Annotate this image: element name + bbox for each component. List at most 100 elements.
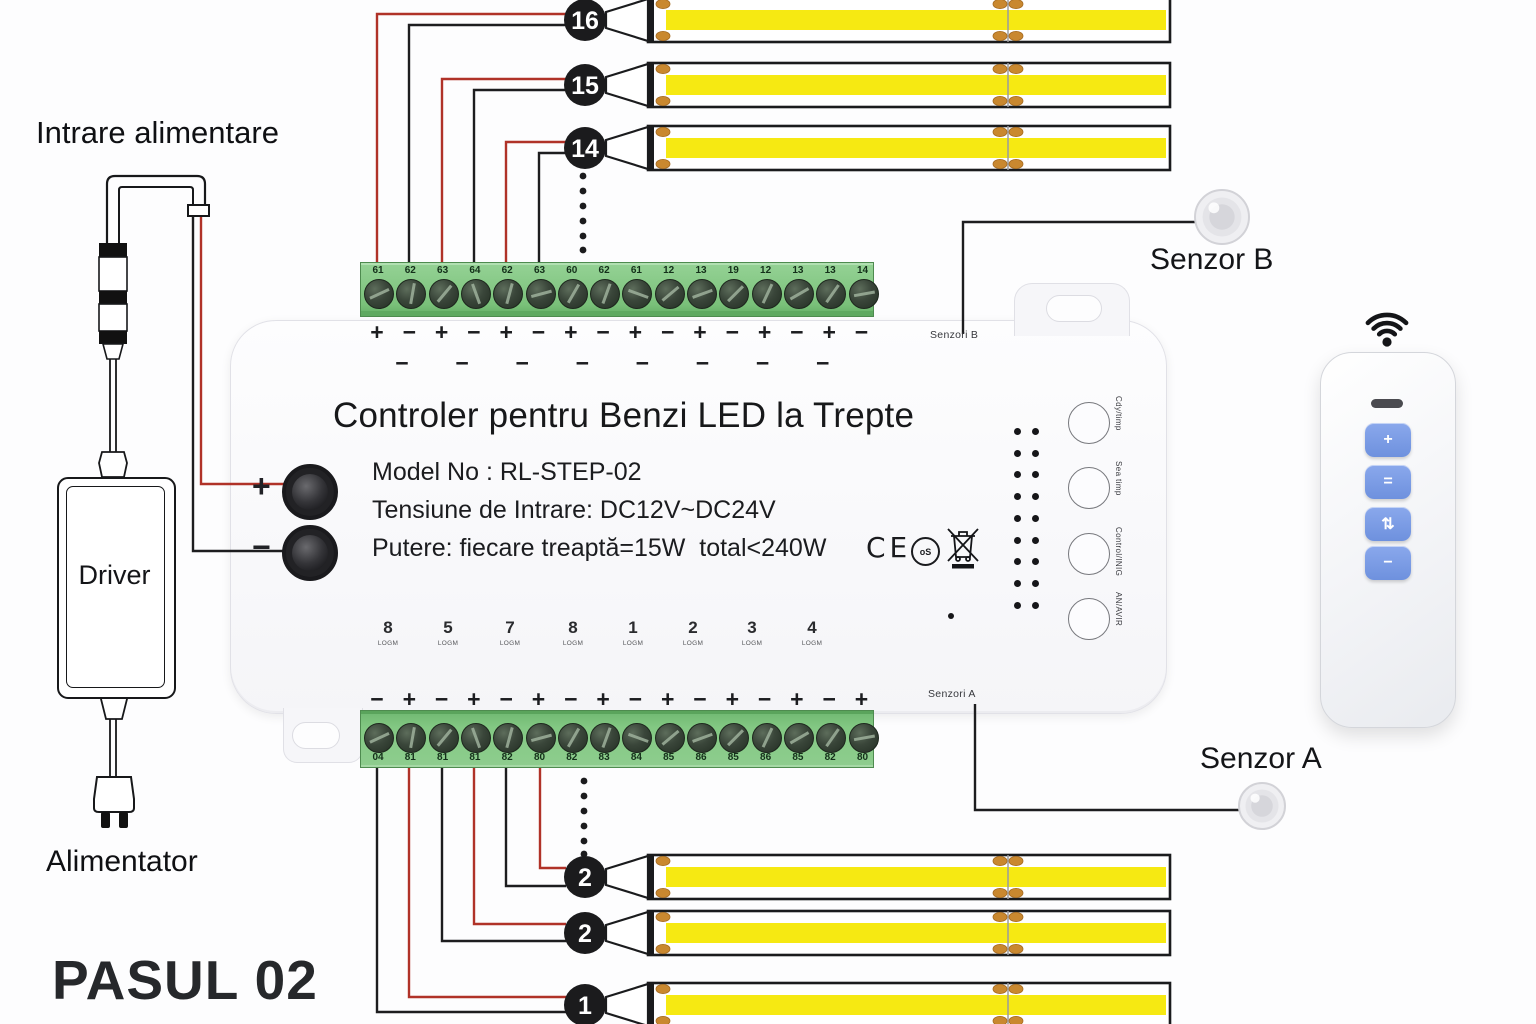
terminal-label: 12 [760,265,772,276]
controller-button[interactable] [1068,402,1110,444]
ellipsis-dot [579,217,587,225]
sensor-a-label: Senzor A [1200,742,1322,775]
led-strip: 15 [564,61,1172,109]
terminal-screw [687,723,717,753]
solder-pad [992,856,1008,867]
mounting-hole-icon [292,722,340,749]
terminal-screw [590,279,621,309]
cable-outline [118,186,194,243]
strip-cob-band [666,867,1166,887]
terminal-label: 60 [566,265,578,276]
wire-red [407,766,566,999]
polarity-sign-row2: − [575,350,590,376]
remote-button[interactable]: = [1365,465,1411,499]
solder-pad [1008,96,1024,107]
solder-pad [992,888,1008,899]
polarity-sign-row2: − [455,350,469,376]
pir-sensor-highlight [1250,793,1260,803]
wire-red [538,766,566,870]
mounting-hole-icon [1046,295,1102,322]
terminal-screw [816,723,847,753]
terminal-screw [622,279,653,309]
weee-bin-icon [947,528,979,569]
terminal-label: 63 [437,265,449,276]
controller-button[interactable] [1068,598,1110,640]
terminal-label: 13 [792,265,804,276]
controller-button[interactable] [1068,533,1110,575]
terminal-label: 81 [437,752,449,763]
controller-voltage-line: Tensiune de Intrare: DC12V~DC24V [372,496,776,524]
terminal-screw [525,279,556,309]
solder-pad [992,127,1008,138]
channel-sublabel: LOGM [437,640,459,647]
strip-number: 1 [578,992,592,1020]
terminal-label: 86 [760,752,772,763]
terminal-label: 13 [824,265,836,276]
polarity-sign: − [660,319,675,345]
remote-button[interactable]: − [1365,546,1411,580]
polarity-sign: − [757,686,772,712]
solder-pad [1008,856,1024,867]
solder-pad [992,984,1008,995]
terminal-label: 13 [695,265,707,276]
terminal-screw [428,723,459,753]
channel-number: 4 [807,618,817,637]
terminal-screw [557,279,588,309]
wifi-signal-icon [1382,337,1392,347]
terminal-screw [364,723,394,753]
controller-button[interactable] [1068,467,1110,509]
solder-pad [992,30,1008,41]
plug-prong [101,812,110,828]
led-indicator-dot [1014,471,1021,479]
terminal-screw [428,279,459,309]
ellipsis-dot [579,246,587,254]
solder-pad [1008,944,1024,955]
wire-black [961,220,1196,334]
solder-pad [992,158,1008,169]
polarity-sign: − [628,686,643,712]
strip-number: 2 [578,920,592,948]
rohs-circle-icon: oS [911,537,940,566]
terminal-screw [525,723,556,753]
terminal-label: 62 [598,265,610,276]
step-title: PASUL 02 [52,949,318,1011]
terminal-label: 82 [824,752,836,763]
solder-pad [655,1016,671,1024]
led-indicator-dot [1032,493,1039,501]
terminal-screw [687,279,717,309]
terminal-screw [557,723,588,753]
strip-connector-wedge [604,910,650,956]
strip-end-cap [648,983,654,1024]
led-strip: 2 [564,853,1172,901]
polarity-sign: − [822,686,836,712]
polarity-sign: + [660,686,675,712]
led-indicator-dot [1032,536,1039,544]
cable-line [109,359,117,452]
strip-connector-wedge [604,854,650,900]
terminal-label: 82 [501,752,513,763]
driver-label: Driver [78,560,151,590]
controller-button-label: Control/INIG [1114,527,1123,577]
sensor-a-port-label: Senzori A [928,688,976,700]
polarity-sign: + [564,319,578,345]
remote-button[interactable]: ⇅ [1365,507,1411,541]
strip-cob-band [666,10,1166,30]
terminal-screw [783,723,814,753]
led-indicator-dot [1014,601,1021,609]
led-strip: 16 [564,0,1172,44]
sensor-b-label: Senzor B [1150,243,1274,276]
ellipsis-dot [579,232,587,240]
terminal-screw [364,279,394,309]
strip-number-badge [564,64,606,106]
power-supply-label: Alimentator [46,845,198,878]
terminal-label: 85 [792,752,804,763]
led-strip: 2 [564,909,1172,957]
remote-button[interactable]: + [1365,423,1411,457]
polarity-sign-row2: − [755,350,770,376]
terminal-screw [816,279,847,309]
terminal-label: 63 [533,265,546,276]
solder-pad [655,912,671,923]
led-indicator-dot [1014,579,1021,587]
